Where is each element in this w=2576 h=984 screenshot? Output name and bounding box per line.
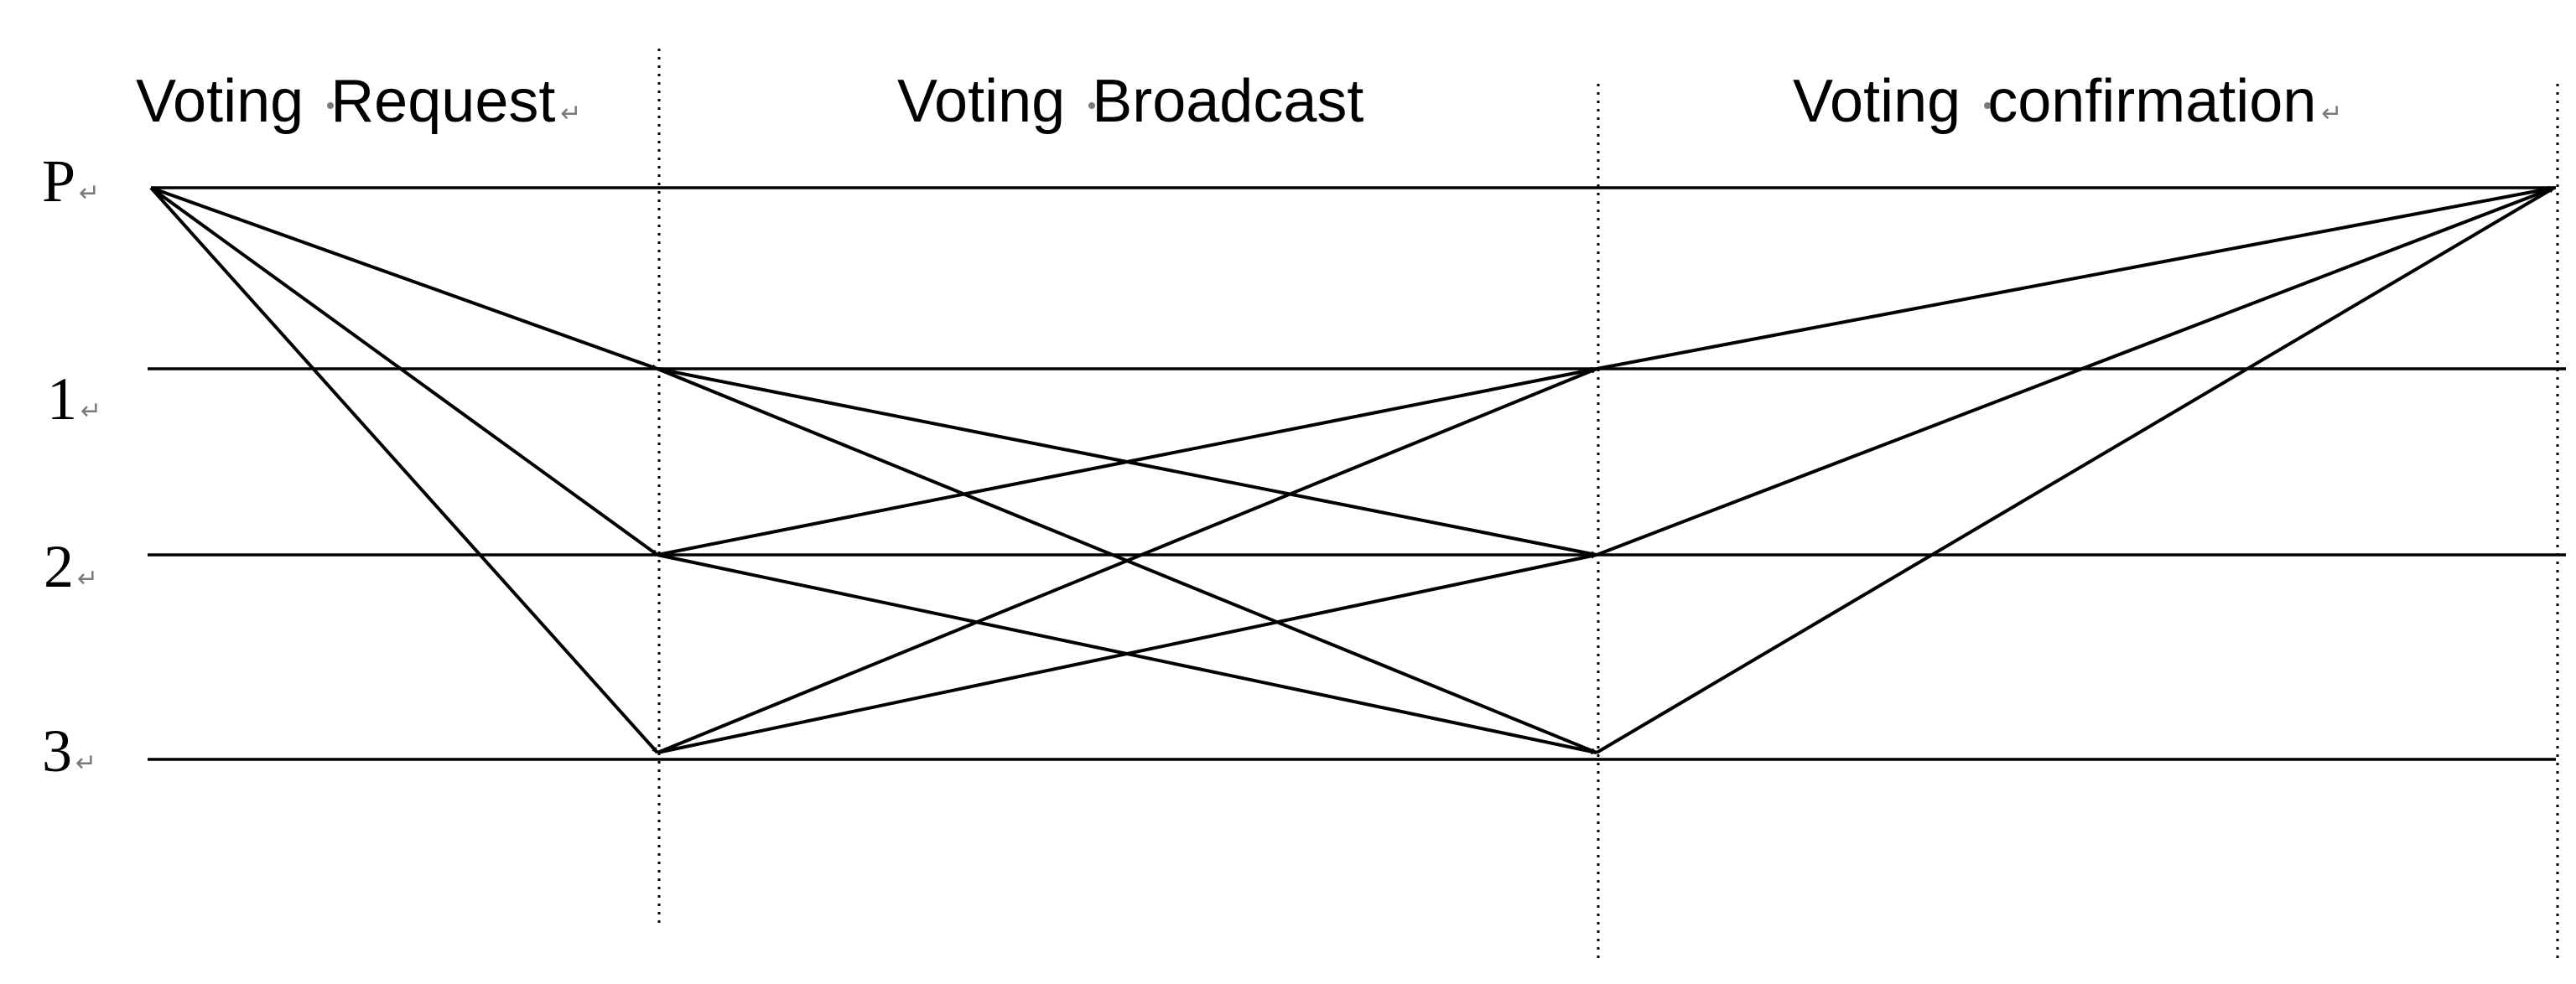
node-label-p: P↵ xyxy=(42,148,100,215)
message-arrow-3-to-2 xyxy=(657,552,1597,754)
svg-text:1↵: 1↵ xyxy=(47,365,101,432)
message-arrows xyxy=(149,185,2556,755)
space-mark xyxy=(1984,102,1991,109)
phase-word: Voting xyxy=(136,68,304,135)
phase-word: confirmation xyxy=(1987,68,2316,135)
message-arrow-3-to-1 xyxy=(657,367,1597,754)
phase-word: Broadcast xyxy=(1092,68,1363,135)
paragraph-mark: ↵ xyxy=(80,396,101,426)
paragraph-mark: ↵ xyxy=(2321,99,2342,128)
message-arrow-p-to-2 xyxy=(149,186,659,557)
message-arrow-2-to-p xyxy=(1596,186,2555,557)
message-arrow-1-to-p xyxy=(1596,185,2555,370)
phase-word: Voting xyxy=(1793,68,1961,135)
node-label-3: 3↵ xyxy=(42,717,96,785)
phase-word: Request xyxy=(330,68,555,135)
svg-text:3↵: 3↵ xyxy=(42,717,96,785)
paragraph-mark: ↵ xyxy=(75,748,96,778)
message-arrow-2-to-1 xyxy=(657,366,1597,557)
phase-header-request: Voting Request↵ xyxy=(136,68,582,135)
node-label-2: 2↵ xyxy=(44,533,98,600)
phase-header-broadcast: Voting Broadcast xyxy=(897,68,1363,135)
message-arrow-3-to-p xyxy=(1595,186,2556,754)
phase-header-confirmation: Voting confirmation↵ xyxy=(1793,68,2343,135)
message-arrow-p-to-3 xyxy=(149,186,659,754)
node-label-1: 1↵ xyxy=(47,365,101,432)
svg-text:P↵: P↵ xyxy=(42,148,100,215)
message-arrow-p-to-1 xyxy=(150,186,658,370)
space-mark xyxy=(327,102,334,109)
space-mark xyxy=(1088,102,1095,109)
paragraph-mark: ↵ xyxy=(77,564,98,593)
phase-word: Voting xyxy=(897,68,1065,135)
paragraph-mark: ↵ xyxy=(560,99,581,128)
paragraph-mark: ↵ xyxy=(79,179,100,208)
svg-text:2↵: 2↵ xyxy=(44,533,98,600)
